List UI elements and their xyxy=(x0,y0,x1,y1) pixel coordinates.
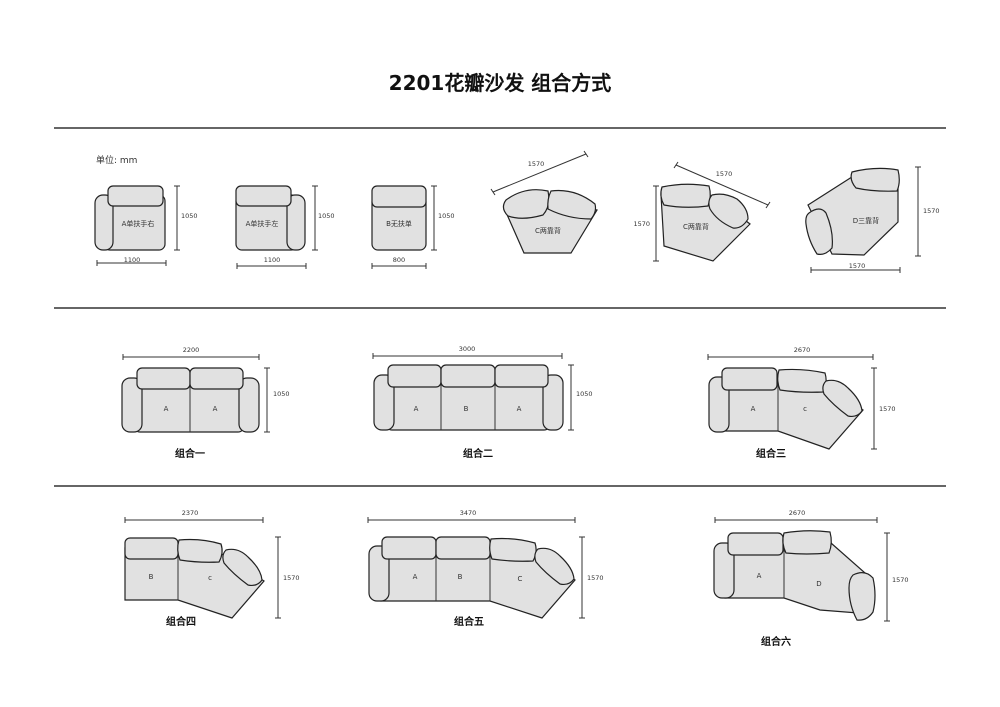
module-d-label: D三靠背 xyxy=(853,216,879,225)
combo-5-seat-1: A xyxy=(413,573,418,581)
combo-2-seat-2: B xyxy=(464,405,469,413)
module-a-right-width: 1100 xyxy=(124,256,141,264)
module-d-height: 1570 xyxy=(923,207,940,215)
combo-5-width: 3470 xyxy=(460,509,477,517)
combo-6: A D 2670 1570 组合六 xyxy=(713,509,909,648)
combo-2: A B A 3000 1050 组合二 xyxy=(372,345,593,460)
combo-4-height: 1570 xyxy=(283,574,300,582)
combo-1-name: 组合一 xyxy=(175,447,205,460)
combo-5-height: 1570 xyxy=(587,574,604,582)
combo-2-width: 3000 xyxy=(459,345,476,353)
combo-1-seat-1: A xyxy=(164,405,169,413)
combo-4-width: 2370 xyxy=(182,509,199,517)
combo-3-height: 1570 xyxy=(879,405,896,413)
combo-4: B c 2370 1570 组合四 xyxy=(124,509,300,628)
module-b-height: 1050 xyxy=(438,212,455,220)
module-b: B无扶单 800 1050 xyxy=(371,185,455,269)
combo-3: A c 2670 1570 组合三 xyxy=(707,346,896,460)
combo-2-seat-3: A xyxy=(517,405,522,413)
combo-5-name: 组合五 xyxy=(454,615,484,628)
module-a-left-height: 1050 xyxy=(318,212,335,220)
module-a-left-width: 1100 xyxy=(264,256,281,264)
page-title: 2201花瓣沙发 组合方式 xyxy=(389,71,612,95)
combo-5: A B C 3470 1570 组合五 xyxy=(367,509,604,628)
module-b-width: 800 xyxy=(393,256,405,264)
combo-6-name: 组合六 xyxy=(761,635,791,648)
combo-4-seat-1: B xyxy=(149,573,154,581)
combo-4-seat-2: c xyxy=(208,574,212,582)
combo-1-width: 2200 xyxy=(183,346,200,354)
module-a-left: A单扶手左 1100 1050 xyxy=(235,185,335,269)
module-c1: C两靠背 1570 xyxy=(490,150,598,254)
combo-2-seat-1: A xyxy=(414,405,419,413)
module-d-width: 1570 xyxy=(849,262,866,270)
combo-3-seat-2: c xyxy=(803,405,807,413)
combo-6-seat-1: A xyxy=(757,572,762,580)
module-a-right: A单扶手右 1100 1050 xyxy=(94,185,198,266)
module-c2-diag: 1570 xyxy=(716,170,733,178)
module-d: D三靠背 1570 1570 xyxy=(805,166,940,273)
module-a-right-height: 1050 xyxy=(181,212,198,220)
combo-5-seat-2: B xyxy=(458,573,463,581)
combo-1-height: 1050 xyxy=(273,390,290,398)
unit-label: 单位: mm xyxy=(96,154,137,166)
combo-3-width: 2670 xyxy=(794,346,811,354)
combo-3-name: 组合三 xyxy=(756,447,786,460)
combo-3-seat-1: A xyxy=(751,405,756,413)
module-c2-label: C两靠背 xyxy=(683,222,709,231)
module-a-left-label: A单扶手左 xyxy=(246,219,279,228)
combo-6-seat-2: D xyxy=(816,580,821,588)
combo-1-seat-2: A xyxy=(213,405,218,413)
module-c2-height: 1570 xyxy=(633,220,650,228)
module-a-right-label: A单扶手右 xyxy=(122,219,155,228)
combo-2-height: 1050 xyxy=(576,390,593,398)
module-c1-diag: 1570 xyxy=(528,160,545,168)
combo-4-name: 组合四 xyxy=(166,615,196,628)
module-c1-label: C两靠背 xyxy=(535,226,561,235)
combo-2-name: 组合二 xyxy=(463,447,493,460)
module-b-label: B无扶单 xyxy=(386,219,412,228)
combo-5-seat-3: C xyxy=(518,575,523,583)
combo-1: A A 2200 1050 组合一 xyxy=(121,346,290,460)
module-c2: C两靠背 1570 1570 xyxy=(633,161,771,262)
combo-6-width: 2670 xyxy=(789,509,806,517)
combo-6-height: 1570 xyxy=(892,576,909,584)
